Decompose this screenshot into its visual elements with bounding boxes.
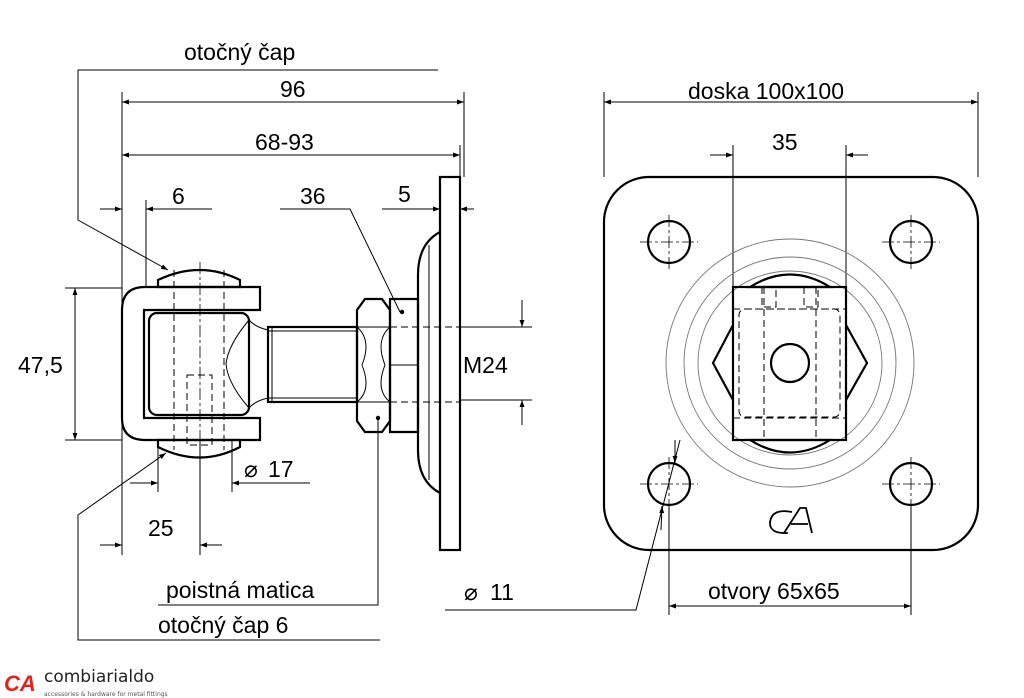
dim-96: 96 (280, 76, 306, 102)
diameter-symbol-11: ⌀ (464, 579, 478, 605)
label-lock-nut: poistná matica (166, 577, 315, 603)
label-plate: doska 100x100 (688, 78, 844, 104)
dim-m24: M24 (463, 352, 508, 378)
dim-35: 35 (772, 129, 798, 155)
logo-mark: CA (4, 671, 36, 696)
logo-name: combiarialdo (44, 667, 154, 687)
dim-36: 36 (300, 183, 326, 209)
dim-68-93: 68-93 (255, 129, 314, 155)
label-rotating-cap-6: otočný čap 6 (158, 612, 288, 638)
front-view (445, 92, 980, 615)
side-view (65, 69, 532, 641)
embossed-ca-logo (769, 507, 813, 534)
dim-d11: 11 (490, 579, 514, 605)
logo-tagline: accessories & hardware for metal fitting… (44, 691, 168, 698)
brand-logo: CA combiarialdo accessories & hardware f… (4, 667, 168, 698)
dim-47-5: 47,5 (18, 352, 63, 378)
mounting-holes (640, 215, 940, 512)
diameter-symbol: ⌀ (244, 456, 258, 482)
dim-5: 5 (398, 181, 411, 207)
label-rotating-cap: otočný čap (184, 39, 295, 65)
dim-d17: 17 (268, 456, 294, 482)
label-holes: otvory 65x65 (708, 578, 840, 604)
dim-6: 6 (172, 183, 185, 209)
dim-25: 25 (148, 515, 174, 541)
